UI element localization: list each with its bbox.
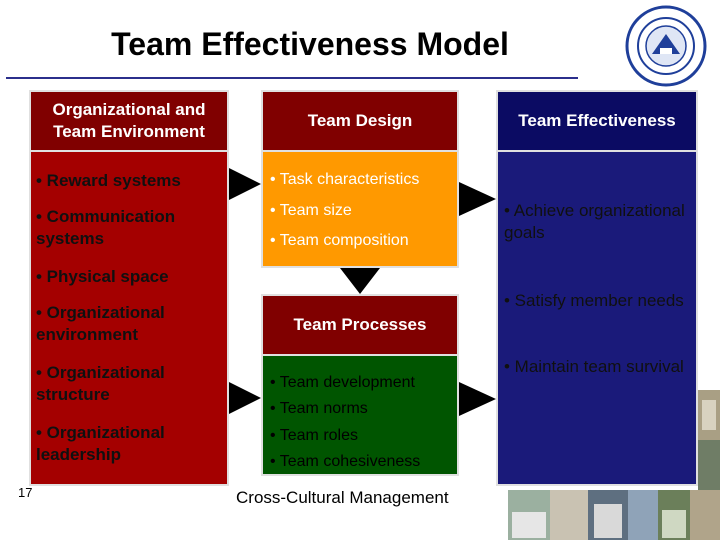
list-item: • Achieve organizational goals bbox=[504, 201, 685, 243]
list-item: • Communication systems bbox=[36, 207, 176, 249]
list-item: • Satisfy member needs bbox=[504, 291, 684, 310]
university-seal-logo bbox=[625, 5, 707, 87]
title-underline bbox=[6, 77, 578, 79]
list-item: • Team composition bbox=[270, 232, 409, 249]
list-item: • Organizational leadership bbox=[36, 423, 165, 465]
processes-body bbox=[261, 356, 459, 476]
list-item: • Team cohesiveness bbox=[270, 453, 421, 470]
list-item: • Task characteristics bbox=[270, 171, 420, 188]
list-item: • Physical space bbox=[36, 267, 169, 286]
arrow-environment-to-processes bbox=[229, 382, 261, 414]
environment-header: Organizational and Team Environment bbox=[29, 90, 229, 152]
list-item: • Maintain team survival bbox=[504, 357, 684, 376]
slide-title: Team Effectiveness Model bbox=[111, 26, 509, 62]
campus-photo-strip bbox=[508, 490, 720, 540]
page-number: 17 bbox=[18, 485, 33, 500]
list-item: • Organizational environment bbox=[36, 303, 165, 345]
campus-photo-side bbox=[698, 390, 720, 490]
effectiveness-header: Team Effectiveness bbox=[496, 90, 698, 152]
arrow-design-to-processes bbox=[340, 268, 380, 294]
design-header: Team Design bbox=[261, 90, 459, 152]
design-body bbox=[261, 152, 459, 268]
list-item: • Team development bbox=[270, 374, 415, 391]
effectiveness-body bbox=[496, 152, 698, 486]
arrow-processes-to-effectiveness bbox=[459, 382, 496, 416]
environment-body bbox=[29, 152, 229, 486]
list-item: • Organizational structure bbox=[36, 363, 165, 405]
arrow-environment-to-design bbox=[229, 168, 261, 200]
list-item: • Team roles bbox=[270, 427, 359, 444]
list-item: • Team norms bbox=[270, 400, 368, 417]
list-item: • Team size bbox=[270, 202, 352, 219]
footer-text: Cross-Cultural Management bbox=[236, 488, 449, 507]
arrow-design-to-effectiveness bbox=[459, 182, 496, 216]
list-item: • Reward systems bbox=[36, 171, 181, 190]
processes-header: Team Processes bbox=[261, 294, 459, 356]
